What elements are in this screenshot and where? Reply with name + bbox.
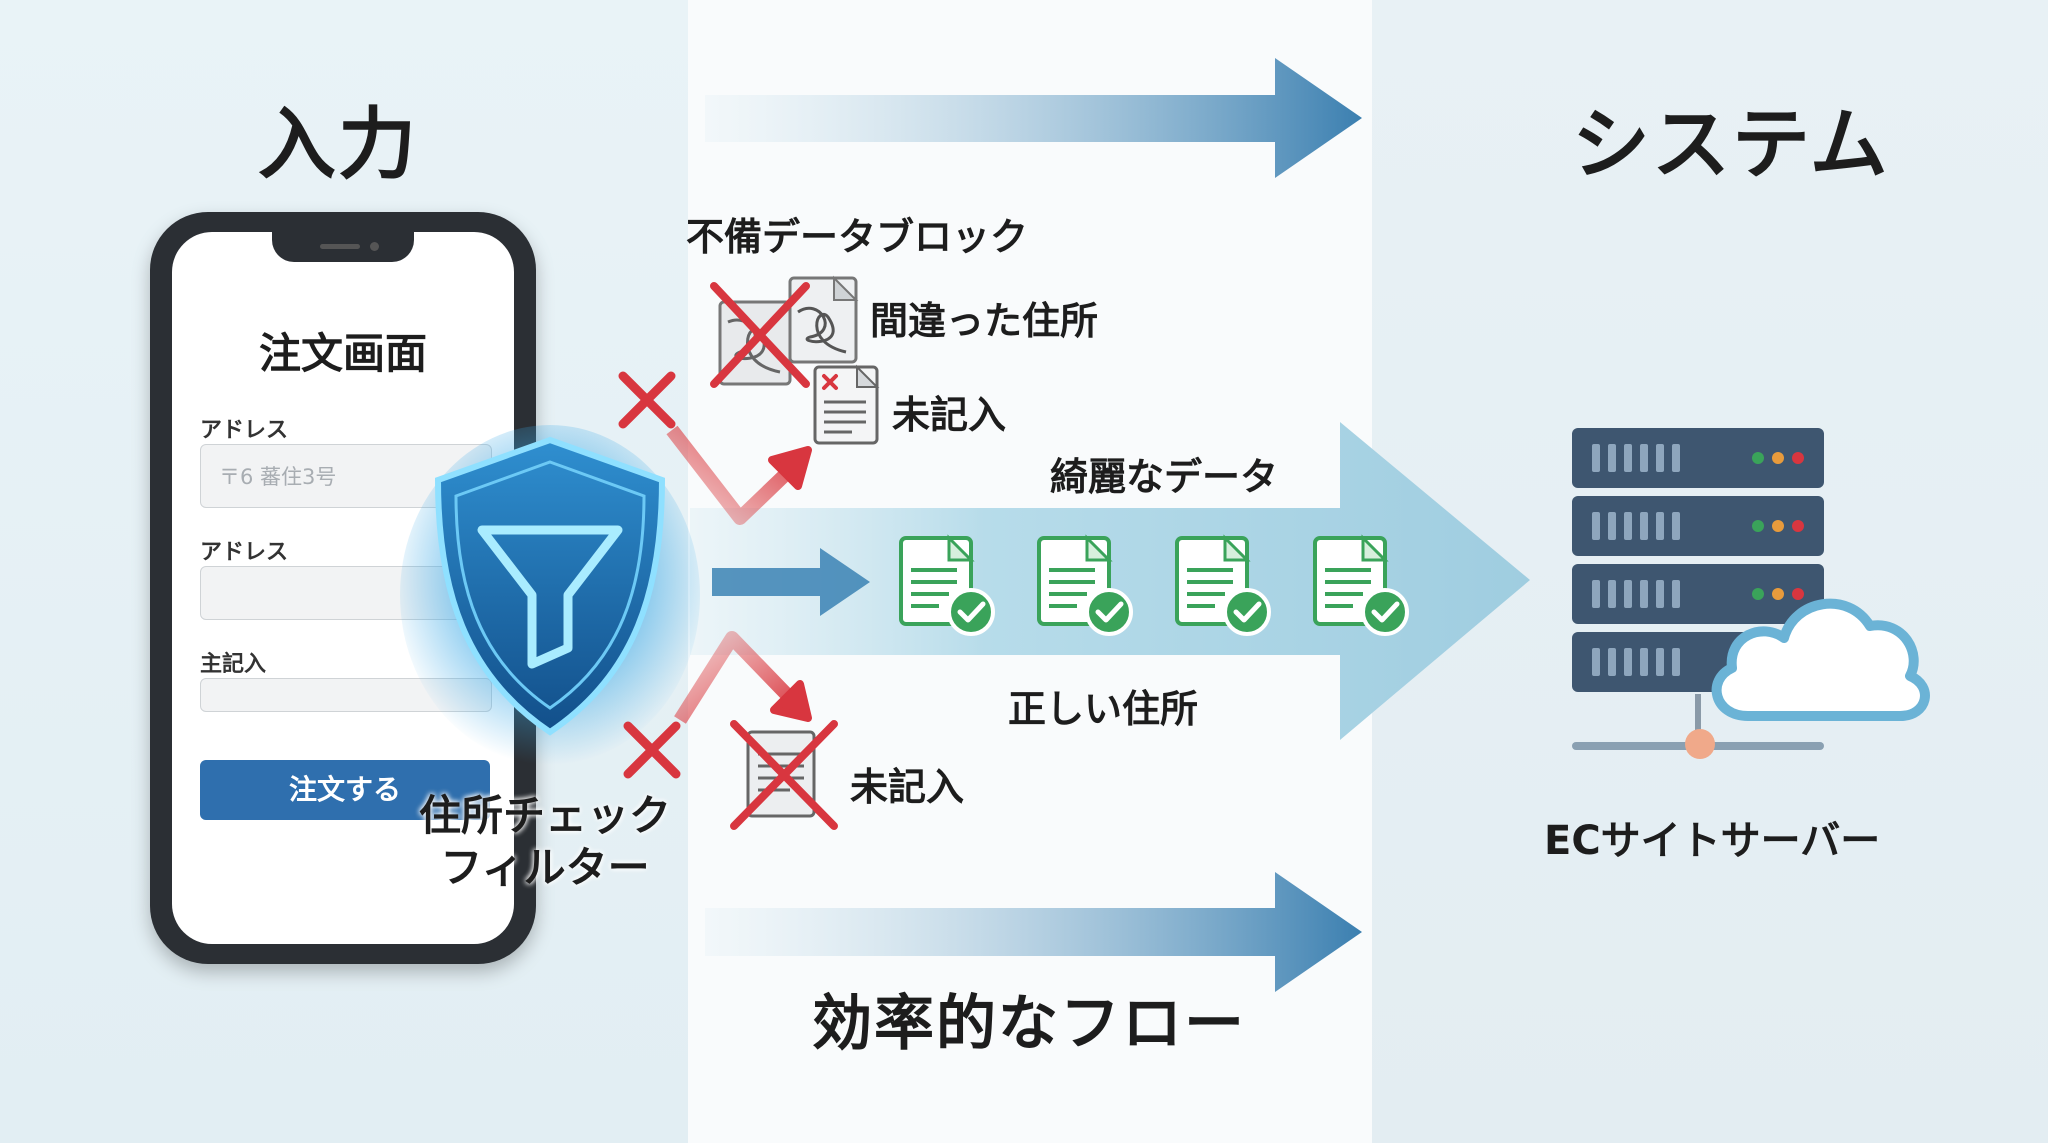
server-unit: [1572, 496, 1824, 556]
server-unit: [1572, 564, 1824, 624]
front-camera: [370, 242, 379, 251]
reject-x-mark-bottom: [623, 721, 681, 779]
funnel-shield-icon: [400, 425, 700, 765]
document-check-icon: [1037, 534, 1133, 636]
phone-notch: [272, 232, 414, 262]
document-check-icon: [1175, 534, 1271, 636]
note-label: 主記入: [200, 652, 267, 677]
speaker-grille: [320, 244, 360, 249]
filter-label: 住所チェック フィルター: [410, 790, 680, 894]
server-label: ECサイトサーバー: [1544, 818, 1881, 864]
scribbled-document-icon: [710, 275, 859, 388]
network-node-icon: [1685, 729, 1715, 759]
blocked-data-title: 不備データブロック: [686, 215, 1029, 259]
document-check-icon: [899, 534, 995, 636]
lower-blocked-item-label: 未記入: [850, 765, 965, 809]
efficient-flow-label: 効率的なフロー: [812, 989, 1246, 1059]
address-input-1-value: 〒6 蕃住3号: [219, 465, 337, 489]
system-heading: システム: [1572, 100, 1890, 190]
clean-data-label: 綺麗なデータ: [1050, 455, 1279, 499]
input-heading: 入力: [258, 100, 419, 190]
screen-title: 注文画面: [258, 329, 427, 378]
address-label-1: アドレス: [200, 418, 289, 443]
document-with-x-icon: [813, 364, 880, 445]
filter-label-line-2: フィルター: [440, 843, 650, 892]
server-unit: [1572, 428, 1824, 488]
blocked-item-label-wrong-address: 間違った住所: [870, 299, 1099, 343]
crossed-document-icon: [730, 720, 838, 830]
correct-address-label: 正しい住所: [1008, 687, 1199, 731]
blocked-item-label-blank: 未記入: [892, 393, 1007, 437]
server-rack-icon: [1572, 428, 1824, 750]
address-label-2: アドレス: [200, 540, 289, 565]
document-check-icon: [1313, 534, 1409, 636]
cloud-icon: [1711, 598, 1930, 721]
filter-label-line-1: 住所チェック: [418, 791, 671, 840]
reject-x-mark-top: [618, 371, 676, 429]
order-button[interactable]: 注文する: [200, 760, 490, 820]
